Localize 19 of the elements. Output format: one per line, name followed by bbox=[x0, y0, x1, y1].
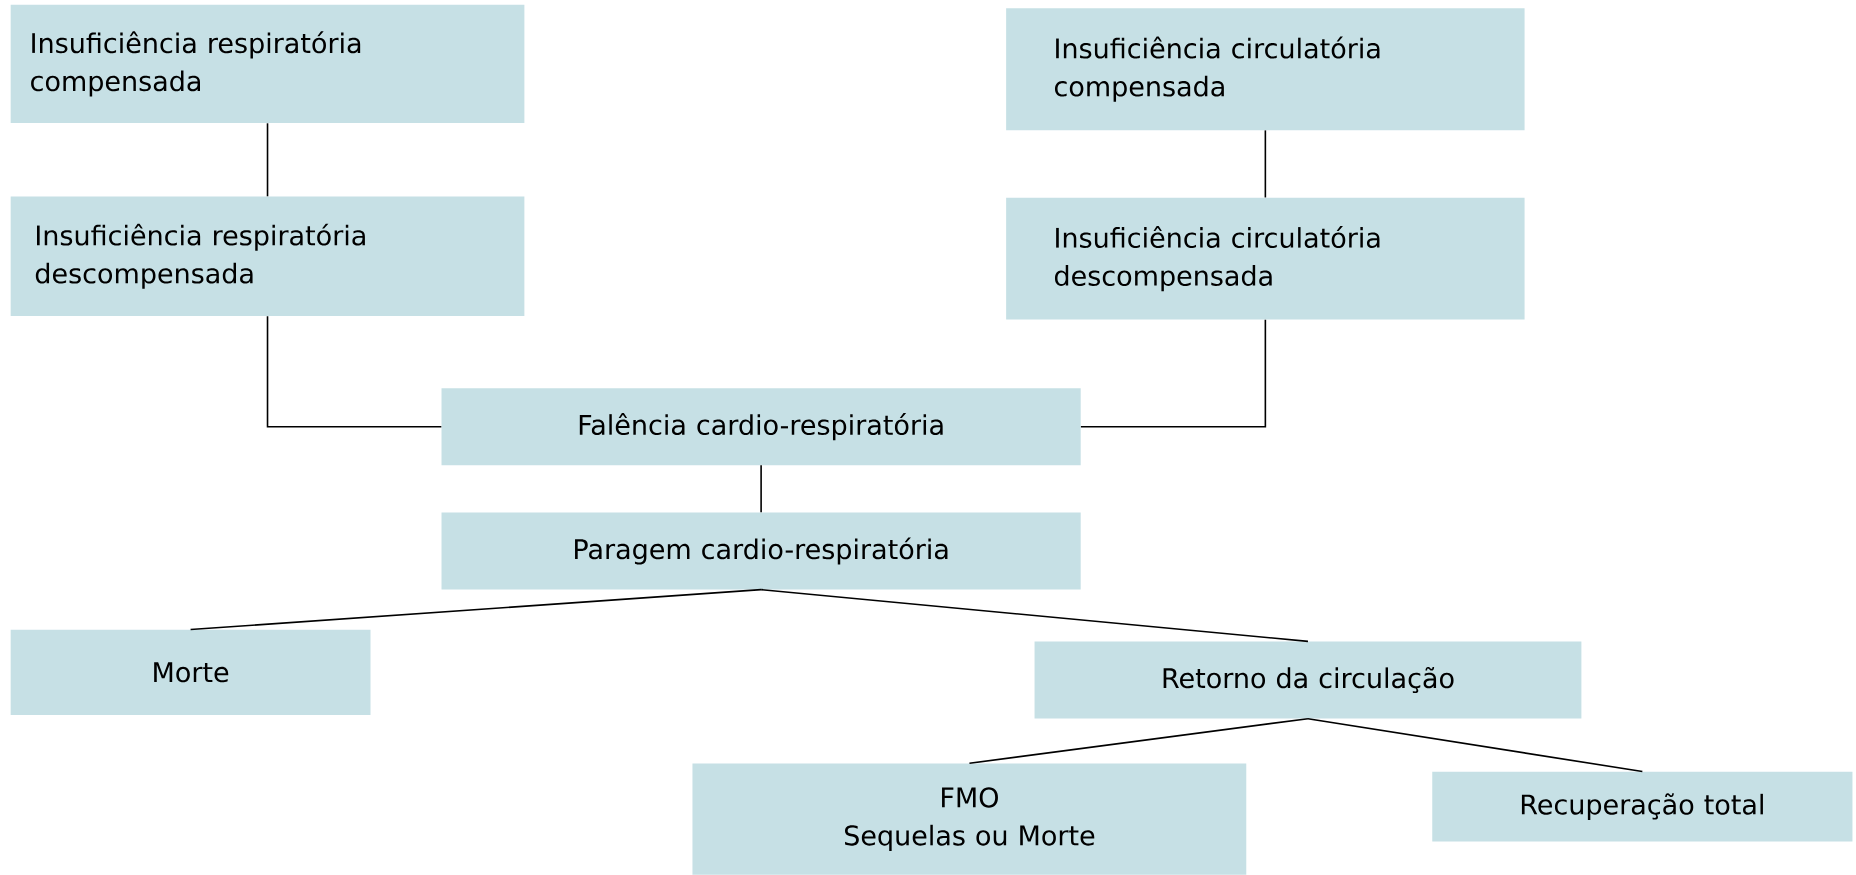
connector-line bbox=[1264, 129, 1267, 199]
process-box: FMO Sequelas ou Morte bbox=[692, 763, 1247, 875]
connector-line bbox=[266, 122, 269, 198]
connector-line bbox=[968, 717, 1309, 765]
process-box: Retorno da circulação bbox=[1034, 641, 1582, 719]
process-box: Insuficiência circulatória descompensada bbox=[1006, 197, 1525, 320]
connector-line bbox=[1307, 717, 1644, 773]
process-box: Insuficiência respiratória descompensada bbox=[10, 196, 525, 317]
process-box: Paragem cardio-respiratória bbox=[441, 512, 1081, 590]
process-box: Recuperação total bbox=[1432, 771, 1853, 842]
connector-line bbox=[760, 464, 762, 514]
process-box: Insuficiência respiratória compensada bbox=[10, 4, 525, 124]
connector-line bbox=[266, 315, 443, 428]
process-box: Morte bbox=[10, 629, 371, 715]
connector-line bbox=[760, 588, 1309, 643]
connector-line bbox=[1080, 318, 1267, 428]
connector-line bbox=[189, 588, 762, 631]
process-box: Falência cardio-respiratória bbox=[441, 388, 1081, 466]
process-box: Insuficiência circulatória compensada bbox=[1006, 8, 1525, 131]
